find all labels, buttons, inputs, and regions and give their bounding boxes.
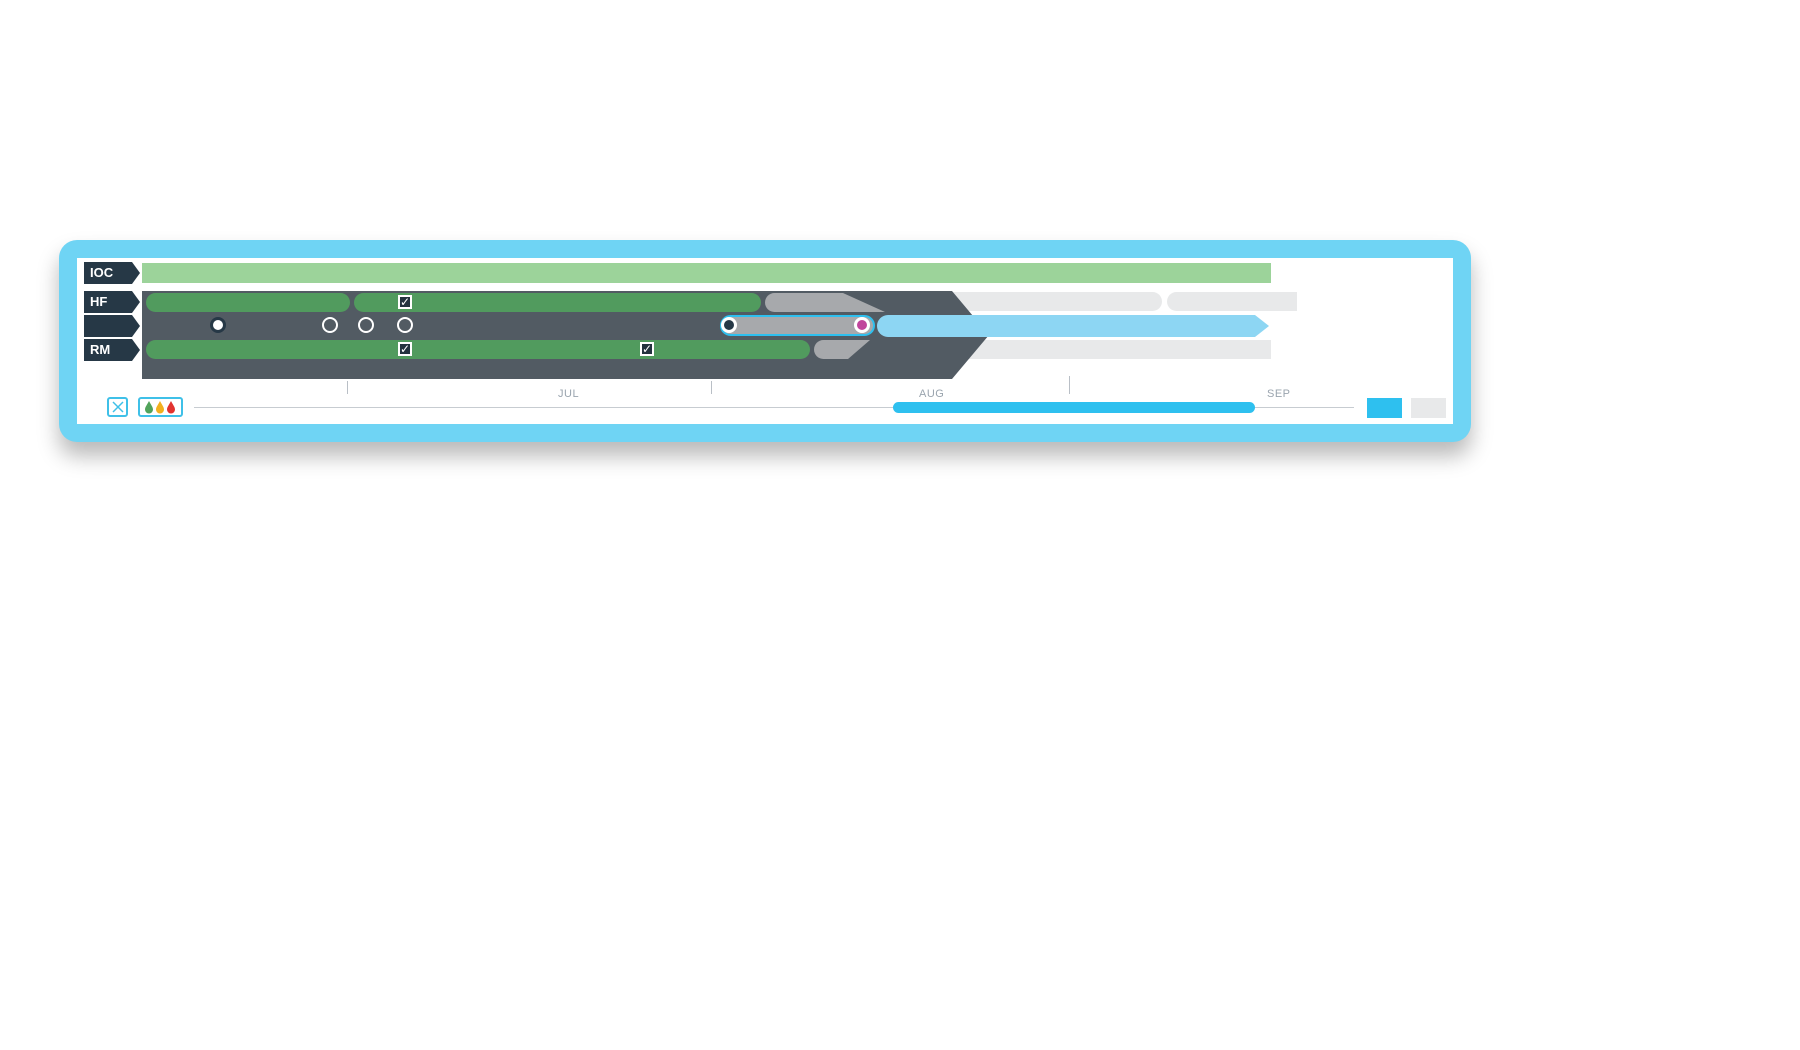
color-legend-button[interactable] xyxy=(138,397,183,417)
rm-check-icon[interactable]: ✓ xyxy=(398,342,412,356)
milestone-ring-icon[interactable] xyxy=(397,317,413,333)
hf-bar-2[interactable] xyxy=(354,293,761,312)
scrub-range-handle[interactable] xyxy=(893,402,1255,413)
zoom-toggle-active[interactable] xyxy=(1367,398,1402,418)
rm-bar[interactable] xyxy=(146,340,810,359)
month-label-sep: SEP xyxy=(1267,388,1291,400)
forecast-bar[interactable] xyxy=(877,315,1269,337)
close-icon xyxy=(111,401,124,413)
milestone-ring-icon[interactable] xyxy=(358,317,374,333)
zoom-toggle-inactive[interactable] xyxy=(1411,398,1446,418)
month-label-jul: JUL xyxy=(558,388,580,400)
rm-check-icon-2[interactable]: ✓ xyxy=(640,342,654,356)
hf-check-icon[interactable]: ✓ xyxy=(398,295,412,309)
timeline-panel: IOC HF RM ✓ ✓ ✓ JUL xyxy=(77,258,1453,424)
scrub-track[interactable] xyxy=(194,407,1354,408)
timeline-widget-frame: IOC HF RM ✓ ✓ ✓ JUL xyxy=(59,240,1471,442)
row-label-unnamed[interactable] xyxy=(84,315,140,337)
month-label-aug: AUG xyxy=(919,388,945,400)
row-label-rm[interactable]: RM xyxy=(84,339,140,361)
milestone-ring-icon[interactable] xyxy=(322,317,338,333)
timeline-tick xyxy=(1069,376,1070,394)
close-button[interactable] xyxy=(107,397,128,417)
row-label-ioc[interactable]: IOC xyxy=(84,262,140,284)
timeline-tick xyxy=(347,381,348,394)
hf-bar-1[interactable] xyxy=(146,293,350,312)
phase-end-icon[interactable] xyxy=(854,317,870,333)
timeline-tick xyxy=(711,381,712,394)
ioc-bar[interactable] xyxy=(142,263,1271,283)
color-drops-icon xyxy=(144,401,175,414)
row-label-hf[interactable]: HF xyxy=(84,291,140,313)
phase-start-icon[interactable] xyxy=(721,317,737,333)
milestone-done-icon[interactable] xyxy=(210,317,226,333)
hf-future-bar-2[interactable] xyxy=(1167,292,1297,311)
current-phase-bar[interactable] xyxy=(720,315,875,336)
